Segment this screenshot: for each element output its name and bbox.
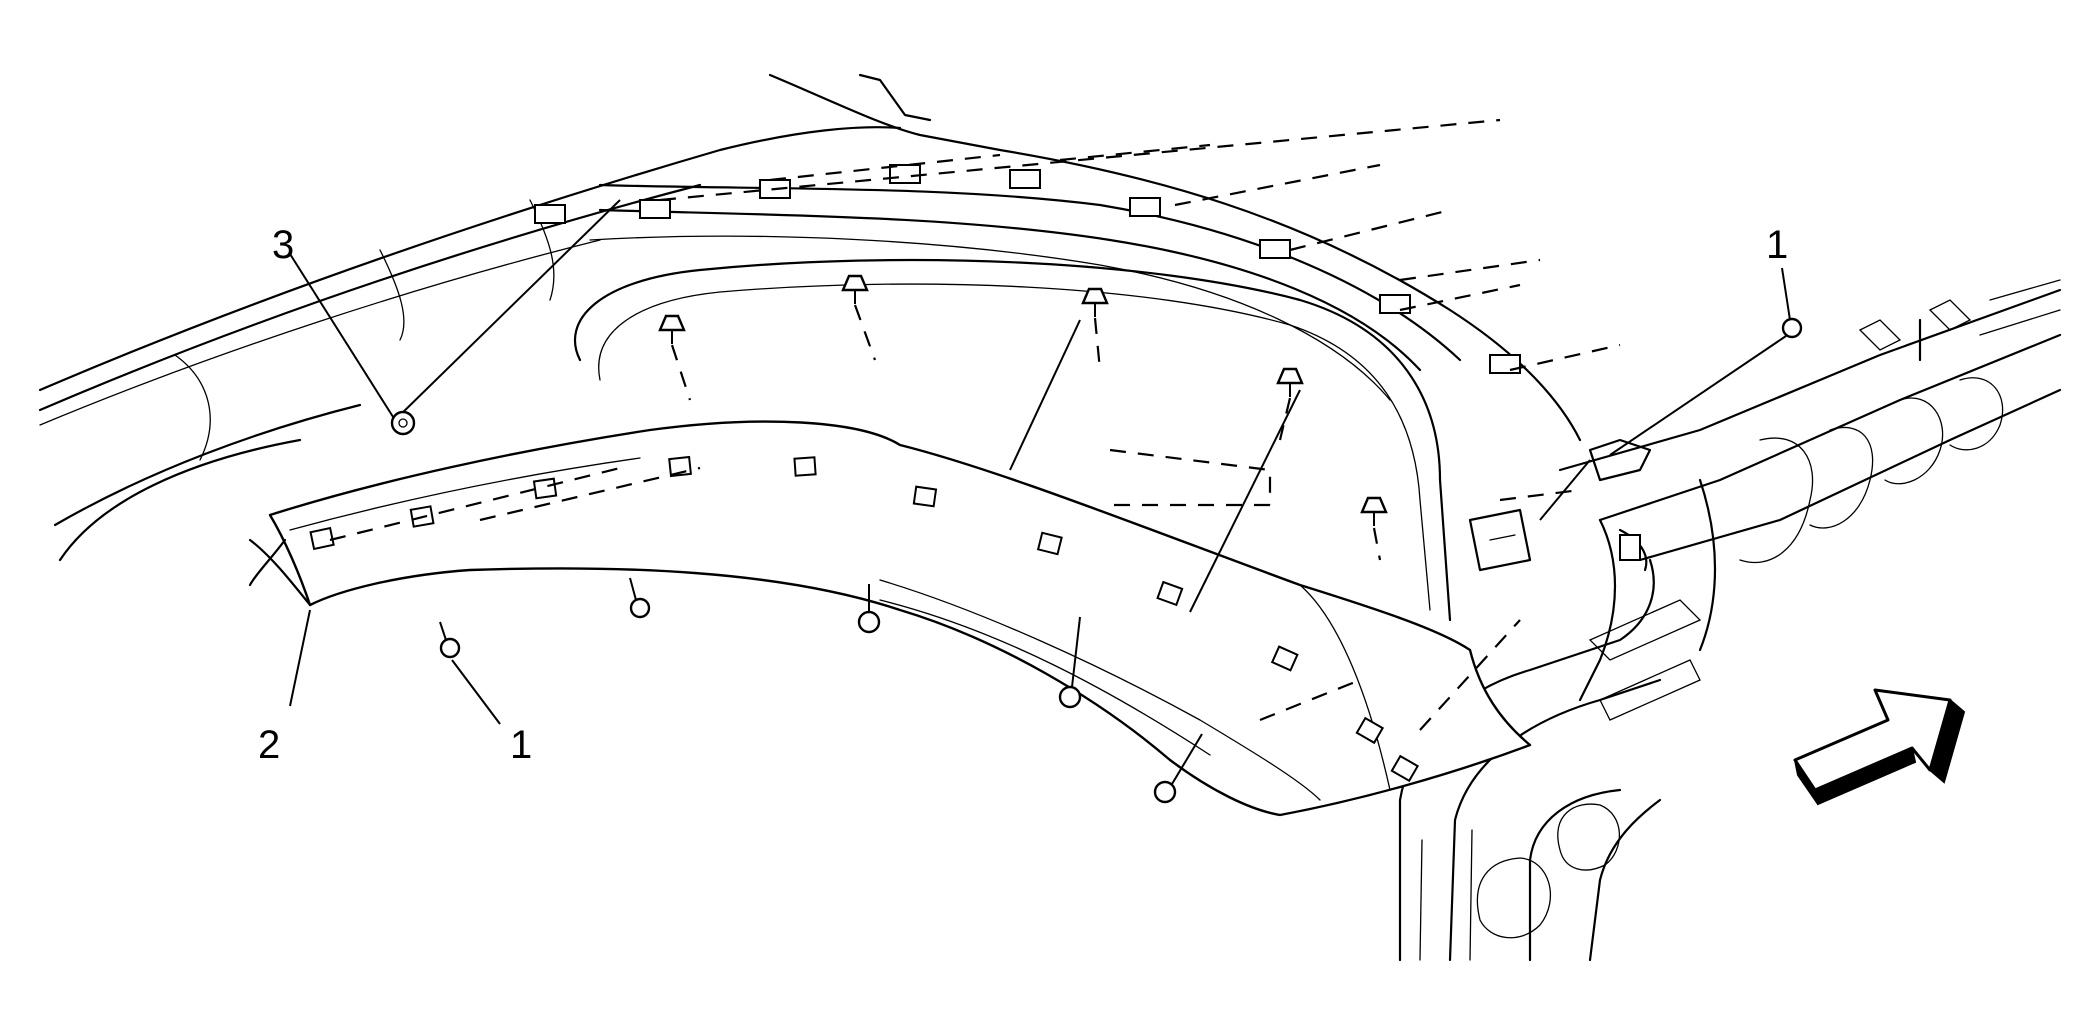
retainer-upper-3 — [1081, 287, 1109, 317]
retainer-lower-4 — [1058, 616, 1082, 709]
callout-leaders — [289, 199, 1791, 725]
retainer-lower-1 — [439, 621, 461, 659]
wheelhouse-molding — [248, 420, 1532, 817]
retainer-right-top — [1609, 317, 1803, 456]
retainer-upper-4 — [1276, 367, 1304, 397]
leader-3 — [289, 253, 396, 421]
retainer-lower-2 — [629, 577, 651, 619]
lower-retainers — [439, 317, 1803, 804]
upper-retainers — [658, 274, 1388, 526]
retainer-upper-1 — [658, 314, 686, 344]
alignment-lines — [329, 118, 1621, 731]
arrow-forward-icon — [1793, 688, 1966, 806]
retainer-upper-5 — [1360, 496, 1388, 526]
retainer-lower-5 — [1153, 733, 1203, 804]
callout-label-2: 2 — [258, 723, 280, 767]
fastener-callout-3 — [390, 410, 416, 436]
callout-label-1-left: 1 — [510, 723, 532, 767]
leader-2 — [289, 609, 311, 707]
callout-label-3: 3 — [272, 223, 294, 267]
body-structure — [38, 73, 2062, 962]
flange-notches — [534, 164, 1521, 374]
leader-1-left — [451, 659, 501, 725]
retainer-lower-3 — [857, 584, 881, 634]
callout-label-1-right: 1 — [1766, 223, 1788, 267]
leader-1-right — [1781, 267, 1791, 321]
retainer-upper-2 — [841, 274, 869, 304]
